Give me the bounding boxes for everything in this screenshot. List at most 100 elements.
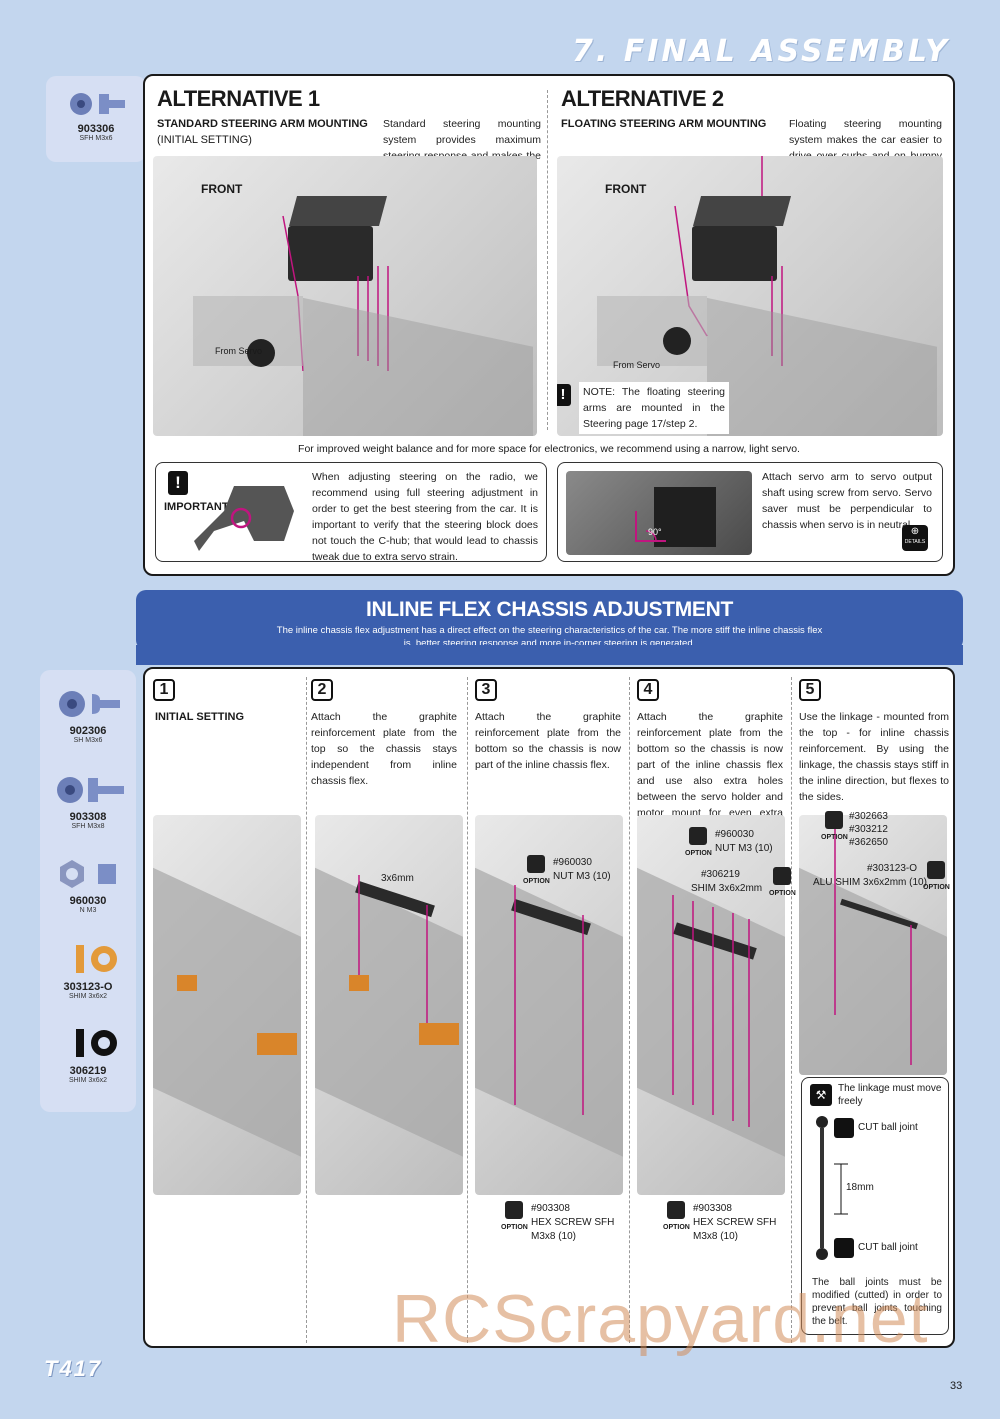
important-icon: !	[168, 471, 188, 495]
step-2: 2 Attach the graphite reinforcement plat…	[311, 679, 463, 1339]
option-icon	[927, 861, 945, 879]
alt2-illustration: FRONT From Servo ! NOTE: The floating st…	[557, 156, 943, 436]
option-icon	[825, 811, 843, 829]
cut-icon	[834, 1238, 854, 1258]
step-2-assembly-lines	[358, 875, 428, 1025]
inline-flex-desc2: is, better steering response and more in…	[403, 638, 696, 649]
weight-balance-note: For improved weight balance and for more…	[298, 443, 800, 455]
option-icon	[505, 1201, 523, 1219]
step-5-assembly-lines	[834, 815, 912, 1065]
alt2-assembly-lines	[597, 156, 937, 436]
step-number: 2	[311, 679, 333, 701]
servo-arm-illustration: 90°	[566, 471, 752, 555]
alt2-title: ALTERNATIVE 2	[561, 86, 724, 111]
alt1-illustration: FRONT From Servo	[153, 156, 537, 436]
servo-block	[288, 226, 373, 281]
inline-flex-desc1: The inline chassis flex adjustment has a…	[276, 625, 823, 636]
cut-icon	[834, 1118, 854, 1138]
part-903306: 903306 SFH M3x6	[51, 90, 141, 142]
step-4: 4 Attach the graphite reinforcement plat…	[637, 679, 796, 1339]
step-number: 4	[637, 679, 659, 701]
alt2-subtitle: FLOATING STEERING ARM MOUNTING	[561, 118, 767, 130]
page-number: 33	[950, 1380, 963, 1392]
step-2-illustration: 3x6mm	[315, 815, 463, 1195]
part-306219: 306219 SHIM 3x6x2	[43, 1026, 133, 1084]
step-5: 5 Use the linkage - mounted from the top…	[799, 679, 950, 1339]
step-number: 1	[153, 679, 175, 701]
flat-head-screw-icon	[57, 777, 124, 803]
step-text: Attach the graphite reinforcement plate …	[637, 711, 783, 835]
alt1-subtitle2: (INITIAL SETTING)	[157, 134, 252, 146]
step-divider	[629, 677, 630, 1343]
note-icon: !	[557, 384, 571, 406]
alt2-note: NOTE: The floating steering arms are mou…	[579, 382, 729, 434]
alt1-assembly-lines	[193, 215, 533, 436]
step-5-illustration	[799, 815, 947, 1075]
linkage-text: The ball joints must be modified (cutted…	[812, 1277, 942, 1327]
model-logo: T417	[44, 1356, 103, 1381]
alt1-front-label: FRONT	[201, 182, 243, 196]
alt2-front-label: FRONT	[605, 182, 647, 196]
motor-mount	[419, 1023, 459, 1045]
servo-body	[654, 487, 716, 547]
inline-flex-steps-panel: 1 INITIAL SETTING 2 Attach the graphite …	[143, 667, 955, 1348]
option-icon	[667, 1201, 685, 1219]
angle-marker	[635, 511, 666, 542]
angle-label: 90°	[648, 527, 662, 537]
servo-block	[692, 226, 777, 281]
details-icon: ⊕ DETAILS	[902, 525, 928, 551]
alt1-subtitle: STANDARD STEERING ARM MOUNTING	[157, 118, 368, 130]
step-4-assembly-lines	[672, 895, 750, 1127]
side-parts-sidebar: 902306 SH M3x6 903308 SFH M3x8 960030 N …	[40, 670, 136, 1112]
part-902306: 902306 SH M3x6	[43, 688, 133, 744]
screw-icon	[70, 93, 125, 115]
step-divider	[306, 677, 307, 1343]
part-960030: 960030 N M3	[43, 858, 133, 914]
chassis-plate	[153, 858, 301, 1172]
option-icon	[689, 827, 707, 845]
option-icon	[773, 867, 791, 885]
step-divider	[467, 677, 468, 1343]
cut-label-2: CUT ball joint	[858, 1242, 918, 1253]
button-head-screw-icon	[59, 691, 120, 717]
linkage-diagram	[816, 1116, 848, 1260]
alt2-from-servo: From Servo	[613, 360, 661, 370]
section-title: 7. FINAL ASSEMBLY	[572, 34, 950, 69]
steering-block-illustration	[194, 486, 294, 551]
linkage-note: The linkage must move freely	[838, 1083, 942, 1107]
nut-icon	[60, 860, 116, 888]
part-303123-O: 303123-O SHIM 3x6x2	[43, 942, 133, 1000]
wrench-icon: ⚒	[810, 1084, 832, 1106]
steering-mounting-panel: ALTERNATIVE 1 STANDARD STEERING ARM MOUN…	[143, 74, 955, 576]
important-label: IMPORTANT!	[164, 501, 233, 513]
screw-size-label: 3x6mm	[381, 873, 414, 884]
alt1-title: ALTERNATIVE 1	[157, 86, 320, 111]
step-3-illustration	[475, 815, 623, 1195]
top-parts-sidebar: 903306 SFH M3x6	[46, 76, 146, 162]
length-label: 18mm	[846, 1182, 874, 1193]
inline-flex-title: INLINE FLEX CHASSIS ADJUSTMENT	[365, 598, 734, 621]
inline-flex-banner: INLINE FLEX CHASSIS ADJUSTMENT The inlin…	[136, 590, 963, 650]
important-text: When adjusting steering on the radio, we…	[312, 471, 538, 563]
option-nut-desc: NUT M3 (10)	[553, 871, 611, 882]
step-number: 5	[799, 679, 821, 701]
step-3-assembly-lines	[514, 885, 584, 1115]
important-box: ! IMPORTANT! When adjusting steering on …	[155, 462, 547, 563]
cut-label-1: CUT ball joint	[858, 1122, 918, 1133]
linkage-box: ⚒ The linkage must move freely CUT ball …	[801, 1077, 949, 1335]
alt1-from-servo: From Servo	[215, 346, 263, 356]
step-number: 3	[475, 679, 497, 701]
shim-icon	[76, 1029, 117, 1057]
step-text: Attach the graphite reinforcement plate …	[311, 711, 457, 787]
option-nut-code: #960030	[553, 857, 592, 868]
option-icon	[527, 855, 545, 873]
motor-mount	[257, 1033, 297, 1055]
watermark: RCScrapyard.net	[392, 1281, 929, 1357]
step-divider	[791, 677, 792, 1343]
step-title: INITIAL SETTING	[155, 711, 245, 723]
step-1-illustration	[153, 815, 301, 1195]
servo-arm-text: Attach servo arm to servo output shaft u…	[762, 471, 932, 531]
step-text: Attach the graphite reinforcement plate …	[475, 711, 621, 771]
alu-shim-icon	[76, 945, 117, 973]
step-3: 3 Attach the graphite reinforcement plat…	[475, 679, 625, 1339]
